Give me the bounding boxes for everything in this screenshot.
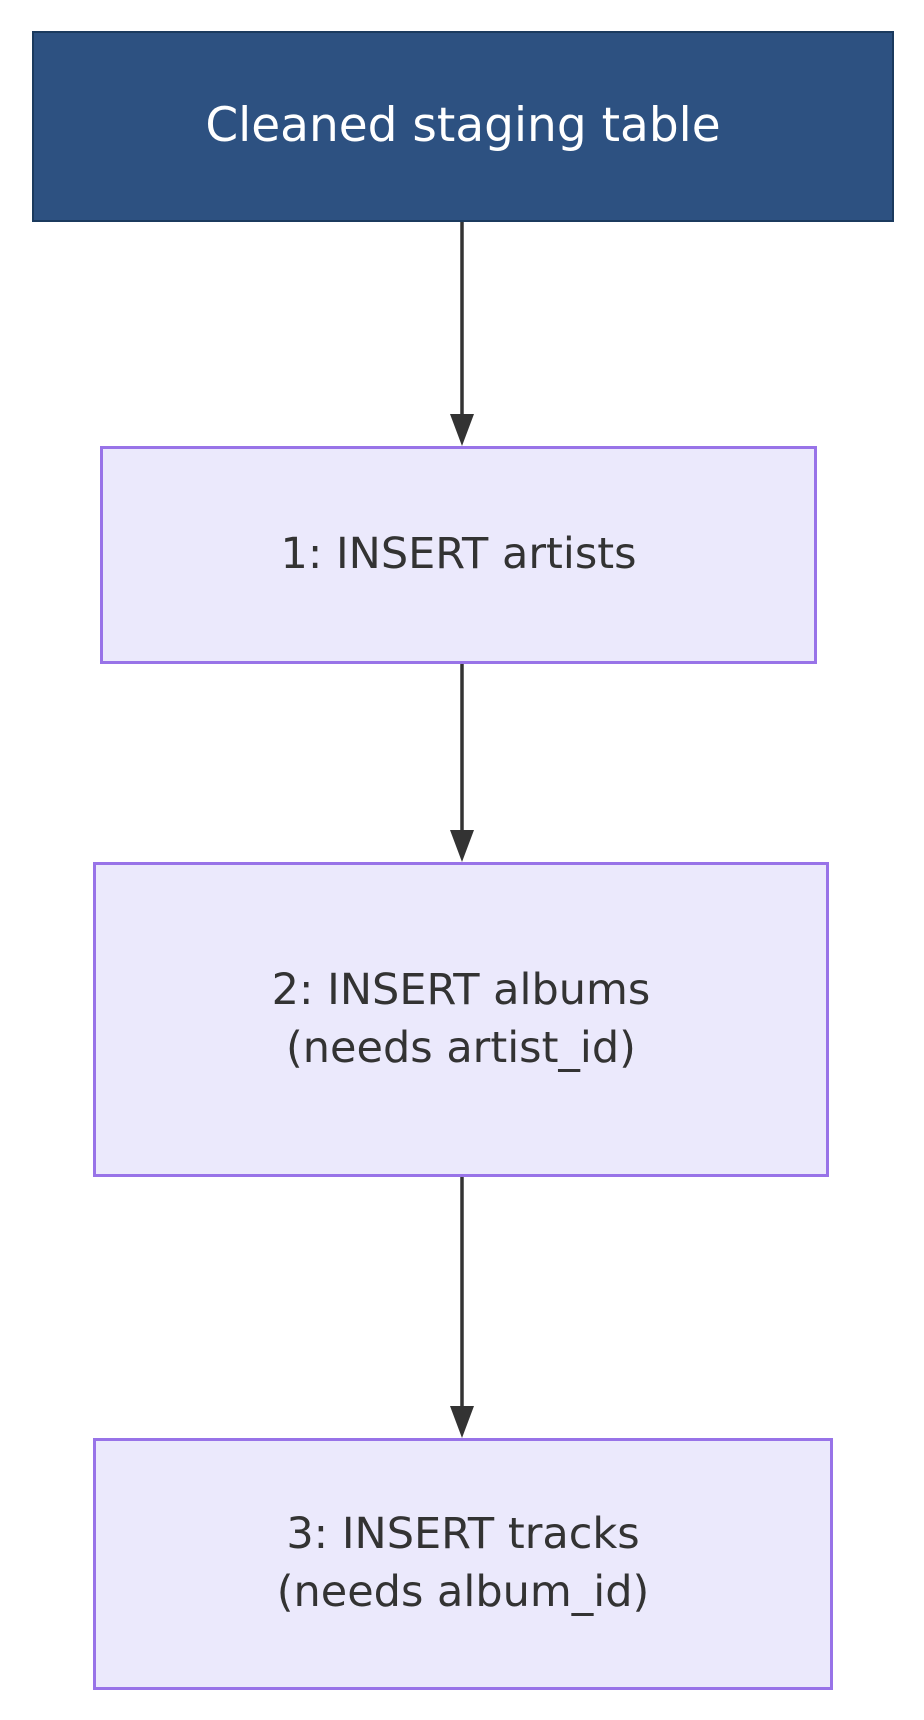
node-cleaned-staging-table[interactable]: Cleaned staging table	[32, 31, 894, 222]
node-insert-albums[interactable]: 2: INSERT albums (needs artist_id)	[93, 862, 829, 1177]
edge-step1-to-step2	[450, 664, 474, 862]
node-label-step1-line1: 1: INSERT artists	[280, 529, 637, 580]
node-label-step2-line1: 2: INSERT albums	[271, 964, 651, 1015]
node-label-start: Cleaned staging table	[205, 98, 721, 154]
node-label-step3-line2: (needs album_id)	[276, 1567, 650, 1617]
node-label-step3-line1: 3: INSERT tracks	[286, 1509, 640, 1560]
edge-step2-to-step3	[450, 1177, 474, 1438]
arrowhead-icon	[450, 830, 474, 862]
edge-start-to-step1	[450, 222, 474, 446]
node-insert-tracks[interactable]: 3: INSERT tracks (needs album_id)	[93, 1438, 833, 1690]
arrowhead-icon	[450, 414, 474, 446]
arrowhead-icon	[450, 1406, 474, 1438]
node-insert-artists[interactable]: 1: INSERT artists	[100, 446, 817, 664]
node-label-step2-line2: (needs artist_id)	[286, 1022, 636, 1073]
